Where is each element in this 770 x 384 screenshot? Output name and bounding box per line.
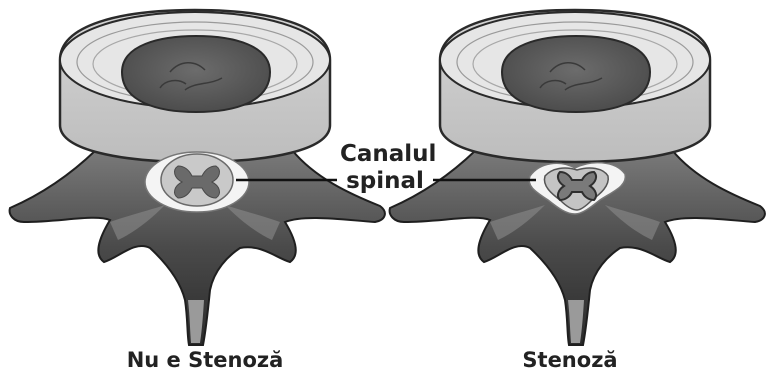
caption-stenosis: Stenoză [480,350,660,371]
nucleus-pulposus [122,36,270,112]
spinal-canal-label: Canalul spinal [340,143,430,197]
spinal-canal-label-line2: spinal [340,170,430,193]
vertebra-normal [10,10,385,345]
caption-no-stenosis: Nu e Stenoză [95,350,315,371]
vertebra-stenosis [390,10,765,345]
spinal-canal-label-line1: Canalul [340,143,430,166]
nucleus-pulposus [502,36,650,112]
